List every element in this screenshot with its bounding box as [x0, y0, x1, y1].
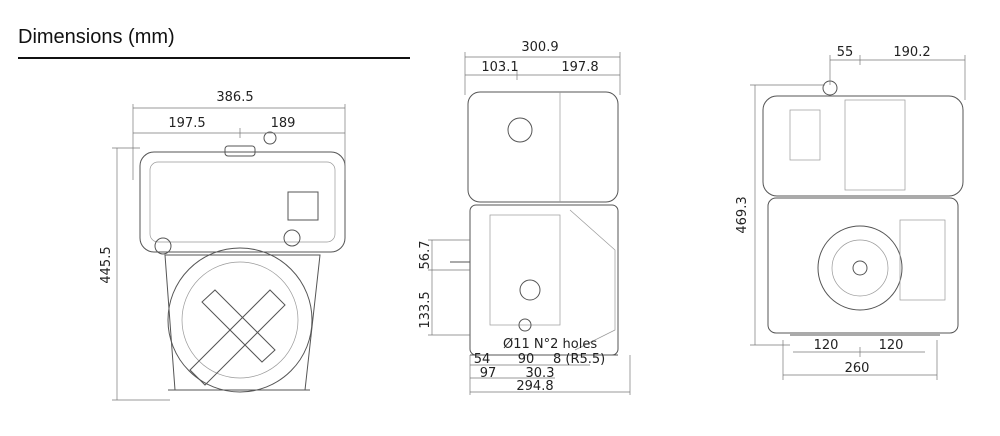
rear-base-left: 120: [814, 338, 839, 353]
side-width-right: 197.8: [561, 60, 598, 75]
side-view-dimensions: 300.9 103.1 197.8 56.7 133.5 Ø11 N°2 hol…: [418, 40, 631, 395]
side-view-drawing: [450, 91, 619, 356]
side-base-54: 54: [474, 352, 491, 367]
rear-width-right: 190.2: [893, 45, 930, 60]
front-view-drawing: [139, 131, 346, 393]
holes-note: Ø11 N°2 holes: [503, 337, 597, 352]
rear-view-drawing: [762, 80, 964, 336]
rear-base-total: 260: [845, 361, 870, 376]
page-title: Dimensions (mm): [18, 26, 175, 48]
rear-base-right: 120: [879, 338, 904, 353]
rear-height: 469.3: [735, 196, 750, 233]
front-height: 445.5: [99, 246, 114, 283]
side-base-30: 30.3: [526, 366, 555, 381]
rear-width-left: 55: [837, 45, 854, 60]
side-height-lower: 133.5: [418, 291, 433, 328]
side-width-total: 300.9: [521, 40, 558, 55]
side-height-upper: 56.7: [418, 241, 433, 270]
side-base-8: 8 (R5.5): [553, 352, 605, 367]
rear-view-dimensions: 55 190.2 469.3 120 120 260: [735, 45, 966, 380]
side-base-total: 294.8: [516, 379, 553, 394]
front-width-right: 189: [271, 116, 296, 131]
side-base-97: 97: [480, 366, 497, 381]
title-underline: [18, 57, 410, 59]
side-width-left: 103.1: [481, 60, 518, 75]
side-base-90: 90: [518, 352, 535, 367]
front-view-dimensions: 386.5 197.5 189 445.5: [99, 90, 346, 401]
front-width-left: 197.5: [168, 116, 205, 131]
front-width-total: 386.5: [216, 90, 253, 105]
